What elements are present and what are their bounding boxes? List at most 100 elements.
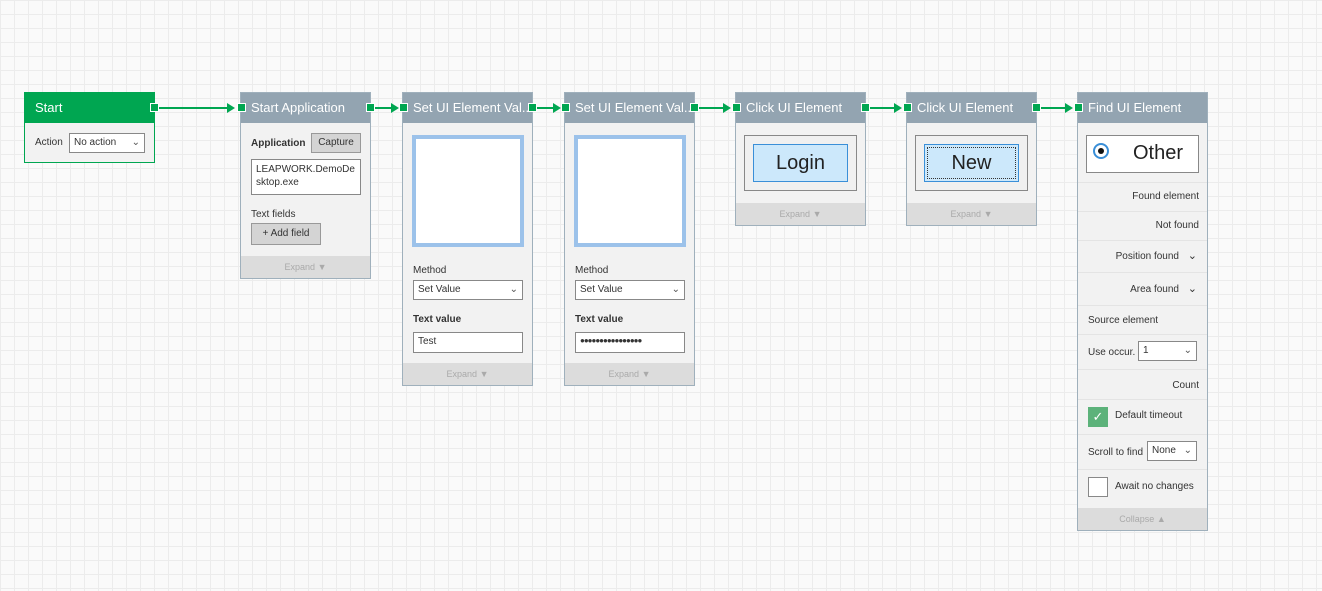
start-application-title: Start Application — [241, 93, 370, 123]
element-capture-image[interactable] — [412, 135, 524, 247]
start-block-title: Start — [25, 93, 154, 123]
chevron-down-icon[interactable]: ⌄ — [1187, 283, 1197, 295]
not-found-label: Not found — [1155, 220, 1199, 231]
default-timeout-row: ✓ Default timeout — [1078, 399, 1207, 435]
output-port[interactable] — [528, 103, 537, 112]
input-port[interactable] — [732, 103, 741, 112]
click-element-block-1[interactable]: Click UI Element Login Expand ▼ — [732, 92, 870, 226]
not-found-output[interactable]: Not found — [1078, 211, 1207, 241]
click-element-block-2[interactable]: Click UI Element New Expand ▼ — [903, 92, 1041, 226]
scroll-to-find-value: None — [1152, 445, 1176, 456]
expand-button[interactable]: Expand ▼ — [241, 256, 370, 278]
source-element-label: Source element — [1088, 315, 1159, 326]
start-block[interactable]: Start Action No action ⌄ — [24, 92, 159, 163]
chevron-down-icon: ⌄ — [1183, 345, 1192, 356]
caret-down-icon: ▼ — [983, 209, 993, 219]
new-button-capture-text: New — [924, 144, 1019, 182]
caret-down-icon: ▼ — [641, 369, 651, 379]
caret-down-icon: ▼ — [317, 262, 327, 272]
output-port[interactable] — [861, 103, 870, 112]
count-label: Count — [1172, 380, 1199, 391]
set-value-block-1[interactable]: Set UI Element Val... Method Set Value ⌄… — [399, 92, 537, 386]
output-port[interactable] — [1032, 103, 1041, 112]
radio-button-icon — [1093, 143, 1109, 159]
other-radio-label: Other — [1133, 142, 1184, 164]
method-label: Method — [413, 265, 447, 276]
start-output-port[interactable] — [150, 103, 159, 112]
application-label: Application — [251, 138, 306, 149]
use-occurrence-row: Use occur. 1 ⌄ — [1078, 334, 1207, 370]
method-label: Method — [575, 265, 609, 276]
plus-icon: + — [262, 228, 271, 239]
set-value-title-2: Set UI Element Val... — [565, 93, 694, 123]
expand-button[interactable]: Expand ▼ — [565, 363, 694, 385]
area-found-output[interactable]: Area found ⌄ — [1078, 272, 1207, 306]
action-select[interactable]: No action ⌄ — [69, 133, 145, 153]
input-port[interactable] — [903, 103, 912, 112]
await-no-changes-checkbox[interactable] — [1088, 477, 1108, 497]
count-output[interactable]: Count — [1078, 369, 1207, 400]
login-button-capture[interactable]: Login — [744, 135, 857, 191]
find-element-block[interactable]: Find UI Element Other Found element Not … — [1074, 92, 1208, 531]
position-found-output[interactable]: Position found ⌄ — [1078, 240, 1207, 273]
found-element-output[interactable]: Found element — [1078, 182, 1207, 212]
area-found-label: Area found — [1130, 284, 1179, 295]
connector-to-set-value-1 — [375, 103, 399, 113]
expand-label: Expand — [446, 369, 478, 379]
caret-down-icon: ▼ — [479, 369, 489, 379]
expand-label: Expand — [608, 369, 640, 379]
connector-to-find — [1041, 103, 1073, 113]
expand-button[interactable]: Expand ▼ — [907, 203, 1036, 225]
text-value-label: Text value — [575, 314, 624, 325]
new-button-capture[interactable]: New — [915, 135, 1028, 191]
method-select[interactable]: Set Value ⌄ — [575, 280, 685, 300]
default-timeout-checkbox[interactable]: ✓ — [1088, 407, 1108, 427]
application-path-field[interactable]: LEAPWORK.DemoDesktop.exe — [251, 159, 361, 195]
chevron-down-icon[interactable]: ⌄ — [1187, 250, 1197, 262]
output-port[interactable] — [690, 103, 699, 112]
text-value-label: Text value — [413, 314, 462, 325]
add-field-button[interactable]: + Add field — [251, 223, 321, 245]
capture-button[interactable]: Capture — [311, 133, 361, 153]
use-occurrence-select[interactable]: 1 ⌄ — [1138, 341, 1197, 361]
text-fields-label: Text fields — [251, 209, 296, 220]
click-element-title-2: Click UI Element — [907, 93, 1036, 123]
input-port[interactable] — [561, 103, 570, 112]
scroll-to-find-select[interactable]: None ⌄ — [1147, 441, 1197, 461]
input-port[interactable] — [399, 103, 408, 112]
collapse-label: Collapse — [1119, 514, 1155, 524]
set-value-title-1: Set UI Element Val... — [403, 93, 532, 123]
source-element-input[interactable]: Source element — [1078, 305, 1207, 335]
password-value-field[interactable]: ●●●●●●●●●●●●●●●● — [575, 332, 685, 353]
await-no-changes-row: Await no changes — [1078, 469, 1207, 507]
element-capture-image[interactable] — [574, 135, 686, 247]
method-select[interactable]: Set Value ⌄ — [413, 280, 523, 300]
collapse-button[interactable]: Collapse ▲ — [1078, 508, 1207, 530]
chevron-down-icon: ⌄ — [509, 284, 518, 295]
expand-button[interactable]: Expand ▼ — [403, 363, 532, 385]
find-element-title: Find UI Element — [1078, 93, 1207, 123]
input-port[interactable] — [237, 103, 246, 112]
use-occurrence-label: Use occur. — [1088, 347, 1136, 358]
use-occurrence-value: 1 — [1143, 345, 1149, 356]
start-application-block[interactable]: Start Application Application Capture LE… — [237, 92, 375, 279]
connector-to-click-2 — [870, 103, 902, 113]
action-select-value: No action — [74, 137, 117, 148]
expand-button[interactable]: Expand ▼ — [736, 203, 865, 225]
caret-up-icon: ▲ — [1156, 514, 1166, 524]
method-select-value: Set Value — [580, 284, 623, 295]
input-port[interactable] — [1074, 103, 1083, 112]
scroll-to-find-row: Scroll to find None ⌄ — [1078, 434, 1207, 470]
login-button-capture-text: Login — [753, 144, 848, 182]
default-timeout-label: Default timeout — [1115, 410, 1183, 421]
method-select-value: Set Value — [418, 284, 461, 295]
other-radio-capture[interactable]: Other — [1086, 135, 1199, 173]
chevron-down-icon: ⌄ — [671, 284, 680, 295]
set-value-block-2[interactable]: Set UI Element Val... Method Set Value ⌄… — [561, 92, 699, 386]
chevron-down-icon: ⌄ — [1183, 445, 1192, 456]
output-port[interactable] — [366, 103, 375, 112]
add-field-label: Add field — [270, 228, 310, 239]
text-value-field[interactable]: Test — [413, 332, 523, 353]
scroll-to-find-label: Scroll to find — [1088, 447, 1144, 458]
connector-start-to-start-application — [159, 103, 235, 113]
